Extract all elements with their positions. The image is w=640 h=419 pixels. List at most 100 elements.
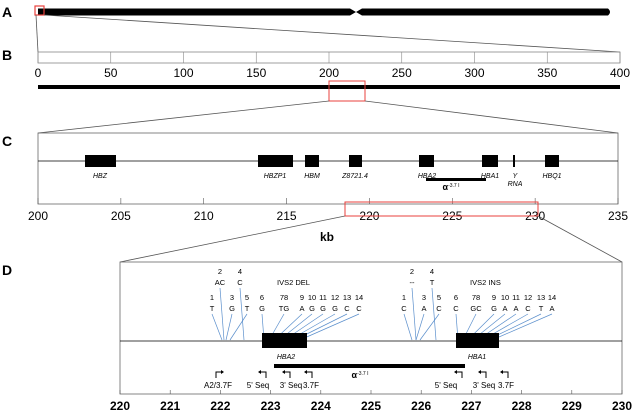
guide-line bbox=[299, 313, 360, 341]
primer-label: 3' Seq bbox=[473, 381, 495, 390]
right-site-base: C bbox=[453, 304, 459, 313]
right-site-number: 1 bbox=[402, 293, 406, 302]
deletion-bar-d bbox=[274, 364, 465, 368]
primer-arrowhead bbox=[304, 370, 307, 374]
right-site-number: 78 bbox=[472, 293, 480, 302]
panel-c-frame bbox=[37, 132, 619, 205]
right-event-label: IVS2 INS bbox=[470, 278, 501, 287]
left-site-base: A bbox=[299, 304, 304, 313]
gene-hba1-detail bbox=[456, 333, 499, 348]
left-site-base: T bbox=[210, 304, 215, 313]
gene-label-hba2-detail: HBA2 bbox=[277, 354, 295, 361]
deletion-bar-c bbox=[426, 178, 486, 181]
gene-hbq1 bbox=[545, 155, 559, 167]
panel-d-tick-label: 220 bbox=[110, 399, 130, 413]
left-site-number: 11 bbox=[319, 293, 327, 302]
primer-arrowhead bbox=[221, 370, 224, 374]
left-site-base: G bbox=[259, 304, 265, 313]
panel-d-tick-label: 224 bbox=[311, 399, 331, 413]
right-site-number: 14 bbox=[548, 293, 556, 302]
primer-arrowhead bbox=[454, 370, 457, 374]
gene-label-hbm: HBM bbox=[304, 173, 320, 180]
left-site-number: 13 bbox=[343, 293, 351, 302]
right-site-number: 12 bbox=[524, 293, 532, 302]
primer-arrow bbox=[481, 371, 487, 378]
primer-arrowhead bbox=[478, 370, 481, 374]
panel-b-tick-label: 100 bbox=[173, 66, 193, 80]
panel-c-tick-label: 215 bbox=[277, 209, 297, 223]
guide-line bbox=[419, 313, 440, 341]
zoom-line-c-left bbox=[119, 215, 346, 263]
left-site-number-4: 4 bbox=[238, 267, 242, 276]
panel-b-tick-label: 0 bbox=[35, 66, 42, 80]
right-site-number-4: 4 bbox=[430, 267, 434, 276]
zoom-box-a bbox=[34, 5, 45, 16]
zoom-line-a-right bbox=[43, 14, 621, 53]
panel-d-tick-label: 227 bbox=[461, 399, 481, 413]
zoom-box-b bbox=[328, 80, 366, 102]
primer-arrowhead bbox=[500, 370, 503, 374]
gene-hba2-detail bbox=[262, 333, 307, 348]
right-site-number: 10 bbox=[501, 293, 509, 302]
gene-hbz bbox=[85, 155, 116, 167]
gene-z8721-4 bbox=[349, 155, 362, 167]
panel-c-tick-label: 210 bbox=[194, 209, 214, 223]
guide-line bbox=[411, 287, 417, 341]
panel-d-tick-label: 222 bbox=[210, 399, 230, 413]
primer-label: 3.7F bbox=[498, 381, 514, 390]
panel-c-tick-label: 205 bbox=[111, 209, 131, 223]
left-site-base: G bbox=[309, 304, 315, 313]
guide-line bbox=[225, 313, 233, 341]
panel-label-a: A bbox=[2, 4, 12, 20]
panel-d-tick-label: 228 bbox=[512, 399, 532, 413]
gene-label-hbq1: HBQ1 bbox=[542, 173, 561, 180]
primer-arrow bbox=[215, 371, 221, 378]
right-site-base: A bbox=[502, 304, 507, 313]
right-site-base: A bbox=[549, 304, 554, 313]
left-site-number: 14 bbox=[355, 293, 363, 302]
guide-line bbox=[491, 313, 553, 341]
right-site-base-4: T bbox=[430, 278, 435, 287]
guide-line bbox=[431, 287, 437, 341]
left-site-base-4: C bbox=[237, 278, 243, 287]
left-site-base: T bbox=[245, 304, 250, 313]
panel-c-tick-label: 200 bbox=[28, 209, 48, 223]
zoom-line-c-right bbox=[537, 215, 623, 263]
left-site-base: C bbox=[356, 304, 362, 313]
primer-arrowhead bbox=[258, 370, 261, 374]
primer-arrow bbox=[503, 371, 509, 378]
panel-d-tick-label: 230 bbox=[612, 399, 632, 413]
left-site-number: 6 bbox=[260, 293, 264, 302]
right-site-base: GC bbox=[470, 304, 482, 313]
gene-hba1 bbox=[482, 155, 498, 167]
left-site-base: G bbox=[332, 304, 338, 313]
panel-c-tick-label: 235 bbox=[608, 209, 628, 223]
panel-d-tick-label: 226 bbox=[411, 399, 431, 413]
right-site-base: T bbox=[539, 304, 544, 313]
gene-label-hba1-detail: HBA1 bbox=[468, 354, 486, 361]
left-site-number: 10 bbox=[308, 293, 316, 302]
panel-b-tick-label: 400 bbox=[610, 66, 630, 80]
gene-y-rna bbox=[513, 155, 515, 167]
primer-arrow bbox=[261, 371, 267, 378]
primer-arrow bbox=[307, 371, 313, 378]
left-site-number-2: 2 bbox=[218, 267, 222, 276]
zoom-line-b-left bbox=[37, 100, 330, 134]
panel-b-tick-label: 350 bbox=[537, 66, 557, 80]
left-site-base: G bbox=[229, 304, 235, 313]
gene-hba2 bbox=[419, 155, 434, 167]
deletion-label-d: α-3.7 I bbox=[352, 370, 369, 380]
panel-d-tick-label: 223 bbox=[261, 399, 281, 413]
panel-b-tick-label: 150 bbox=[246, 66, 266, 80]
primer-label: 3.7F bbox=[303, 381, 319, 390]
panel-d-frame bbox=[119, 261, 623, 395]
right-site-number: 5 bbox=[437, 293, 441, 302]
left-site-base-2: AC bbox=[215, 278, 226, 287]
right-site-base: A bbox=[513, 304, 518, 313]
primer-arrow bbox=[457, 371, 463, 378]
gene-label-hba1: HBA1 bbox=[481, 173, 499, 180]
panel-b-tick-label: 200 bbox=[319, 66, 339, 80]
panel-d-tick-label: 229 bbox=[562, 399, 582, 413]
right-site-base: A bbox=[421, 304, 426, 313]
